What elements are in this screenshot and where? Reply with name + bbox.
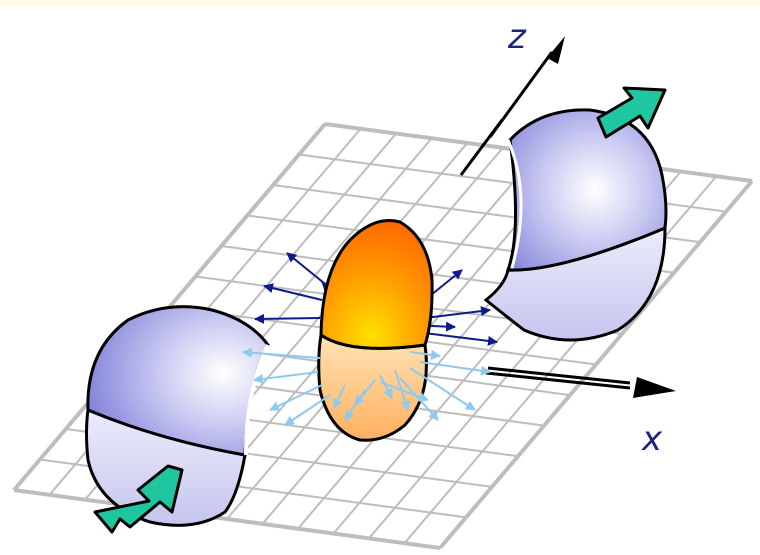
right-sphere <box>483 108 668 342</box>
emission-arrow-icon <box>263 283 323 301</box>
emission-arrow-icon <box>419 361 491 376</box>
right-sphere-upper-half <box>505 108 668 272</box>
grid-line <box>438 179 754 550</box>
emission-arrow-icon <box>409 367 476 411</box>
emission-arrow-icon <box>424 306 491 319</box>
emission-arrow-icon <box>409 349 441 360</box>
ellipsoid-upper-half <box>319 219 434 350</box>
emission-arrow-icon <box>242 347 321 359</box>
emission-arrow-icon <box>269 384 323 411</box>
emission-arrow-icon <box>379 374 393 399</box>
z-axis: z <box>459 17 565 176</box>
top-band <box>0 0 760 6</box>
z-axis-label: z <box>507 17 527 57</box>
ellipsoid-lower-half <box>317 332 428 442</box>
central-ellipsoid <box>317 219 434 442</box>
z-axis-arrowhead-icon <box>547 36 565 64</box>
emission-arrow-icon <box>253 371 319 384</box>
x-axis: x <box>485 366 676 459</box>
emission-arrow-icon <box>379 381 429 402</box>
emission-arrow-icon <box>354 379 376 406</box>
x-axis-arrowhead-icon <box>633 377 676 398</box>
emission-arrow-icon <box>284 394 331 426</box>
emission-arrow-icon <box>333 384 346 409</box>
lower-emission-arrows <box>242 347 491 426</box>
grid-line <box>13 488 441 550</box>
green-motion-arrow-right-icon <box>596 86 667 139</box>
emission-arrow-icon <box>254 313 321 324</box>
x-axis-label: x <box>641 419 663 459</box>
green-motion-arrow-left-icon <box>93 464 184 534</box>
left-sphere-upper-half <box>86 305 270 457</box>
